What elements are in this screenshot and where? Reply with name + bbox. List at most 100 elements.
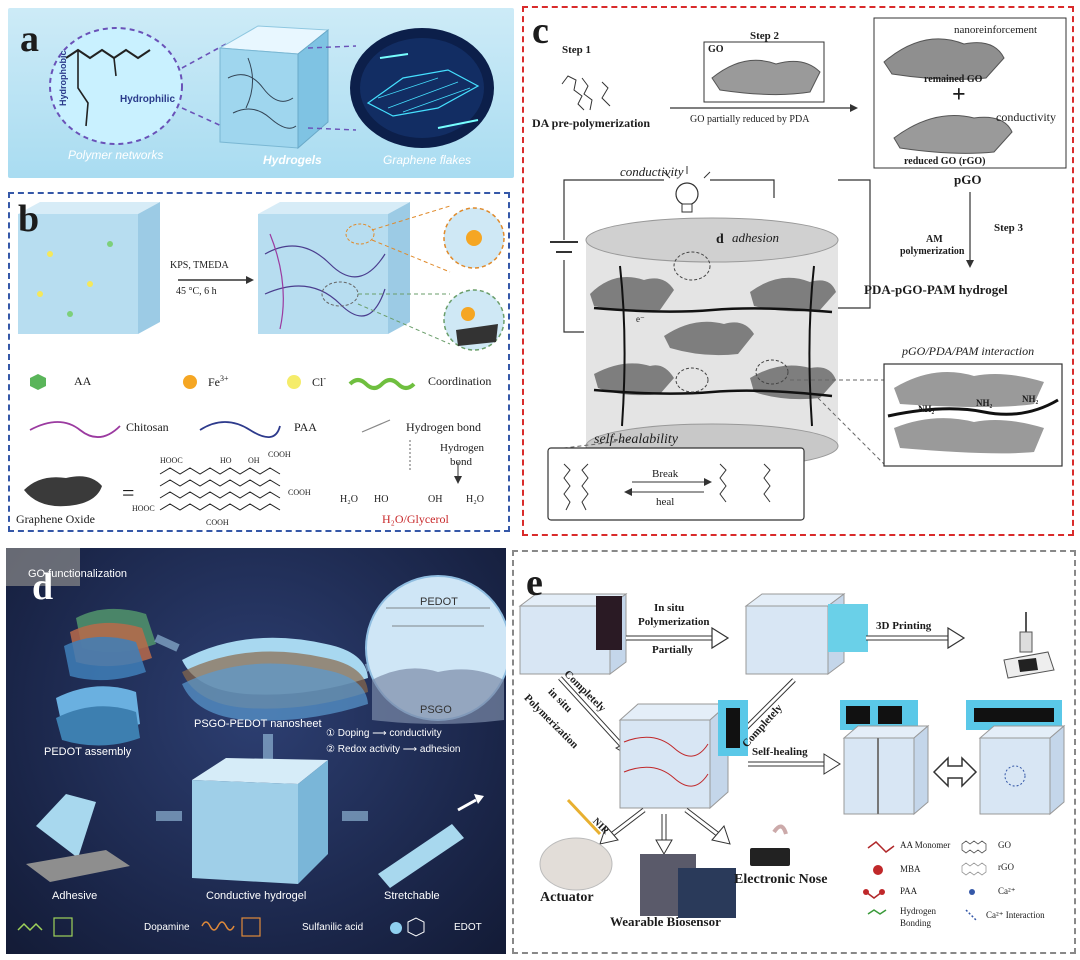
sulfanilic-label: Sulfanilic acid bbox=[302, 922, 364, 933]
panel-e: e In situ Polymerization Partially 3D Pr… bbox=[512, 550, 1076, 954]
edot-legend-mark bbox=[390, 922, 402, 934]
chitosan-legend-mark bbox=[29, 421, 121, 438]
heal-label: heal bbox=[656, 496, 675, 508]
go-ho: HO bbox=[220, 456, 232, 465]
go-functionalization-label: GO functionalization bbox=[28, 568, 128, 580]
ca-interaction-legend-label: Ca²⁺ Interaction bbox=[986, 910, 1045, 920]
step-3-label: Step 3 bbox=[994, 222, 1024, 234]
hbond-legend-label-1: Hydrogen bbox=[900, 906, 936, 916]
nh2-label-1: NH₂ bbox=[918, 404, 935, 414]
printing-label: 3D Printing bbox=[876, 620, 932, 632]
panel-b: b KPS, TMEDA 45 °C, 6 h AA Fe3+ Cl- Coor… bbox=[8, 192, 510, 532]
sulfanilic-legend-mark bbox=[201, 921, 235, 931]
aa-legend-label: AA bbox=[74, 374, 92, 388]
pedot-bubble-label: PEDOT bbox=[420, 596, 458, 608]
fe-text: Fe bbox=[208, 375, 220, 389]
mba-legend-label: MBA bbox=[900, 864, 921, 874]
adhesion-label: adhesion bbox=[732, 230, 779, 245]
fe-legend-label: Fe3+ bbox=[208, 374, 229, 390]
conductive-hydrogel-label: Conductive hydrogel bbox=[206, 890, 307, 902]
hydrogel-label: PDA-pGO-PAM hydrogel bbox=[864, 282, 1008, 297]
go-oh: OH bbox=[248, 456, 260, 465]
interaction-title: pGO/PDA/PAM interaction bbox=[902, 344, 1035, 358]
nh2-label-2: NH₂ bbox=[976, 398, 993, 408]
glycerol-h2o-right: H₂O bbox=[466, 494, 484, 505]
panel-c: c Step 1 Step 2 GO DA pre-polymerization… bbox=[522, 6, 1074, 536]
dopamine-label: Dopamine bbox=[144, 922, 190, 933]
ca-legend-mark bbox=[969, 889, 975, 895]
syringe-icon bbox=[1003, 612, 1055, 679]
paa-legend-label: PAA bbox=[900, 886, 918, 896]
reaction-conditions: 45 °C, 6 h bbox=[176, 286, 217, 297]
glycerol-hbond-1: Hydrogen bbox=[440, 442, 484, 454]
go-reduced-label: GO partially reduced by PDA bbox=[690, 114, 810, 125]
paa-legend-label: PAA bbox=[294, 420, 317, 434]
glycerol-h2o-left: H₂O bbox=[340, 494, 358, 505]
partially-label: Partially bbox=[652, 644, 693, 656]
graphene-oxide-label: Graphene Oxide bbox=[16, 512, 95, 526]
psgo-bubble-label: PSGO bbox=[420, 704, 452, 716]
reaction-reagents: KPS, TMEDA bbox=[170, 260, 229, 271]
coordination-legend-mark bbox=[348, 378, 416, 390]
glycerol-hbond-2: bond bbox=[450, 456, 472, 468]
hbond-legend-label: Hydrogen bond bbox=[406, 420, 481, 434]
go-hooc-2: HOOC bbox=[132, 504, 155, 513]
glycerol-oh: OH bbox=[428, 494, 443, 505]
fe-legend-mark bbox=[183, 375, 197, 389]
panel-a-letter: a bbox=[20, 18, 39, 60]
go-legend-mark bbox=[961, 840, 987, 854]
lightbulb-icon bbox=[663, 166, 711, 213]
coordination-legend-label: Coordination bbox=[428, 374, 492, 388]
panel-d-letter: d bbox=[32, 566, 54, 608]
glycerol-label: H₂O/Glycerol bbox=[382, 512, 449, 526]
nanosheet-label: PSGO-PEDOT nanosheet bbox=[194, 718, 322, 730]
stretchable-label: Stretchable bbox=[384, 890, 440, 902]
conductivity-top-label: conductivity bbox=[620, 164, 684, 179]
hydrophobic-label: Hydrophobic bbox=[58, 50, 68, 107]
panel-d-illustration bbox=[6, 548, 506, 937]
hydrogel-cube bbox=[218, 25, 330, 150]
fe-superscript: 3+ bbox=[220, 374, 229, 383]
self-healability-title: self-healability bbox=[594, 432, 678, 447]
da-prepoly-label: DA pre-polymerization bbox=[532, 116, 651, 130]
break-label: Break bbox=[652, 468, 679, 480]
remained-go-label: remained GO bbox=[924, 74, 983, 85]
mba-legend-mark bbox=[873, 865, 883, 875]
am-poly-label-1: AM bbox=[926, 234, 943, 245]
nanoreinforcement-label: nanoreinforcement bbox=[954, 24, 1038, 36]
redox-result: adhesion bbox=[419, 744, 461, 755]
hbond-legend-mark bbox=[361, 419, 391, 433]
plus-sign: + bbox=[952, 82, 966, 108]
redox-text: ② Redox activity bbox=[326, 744, 400, 755]
step-1-label: Step 1 bbox=[562, 44, 592, 56]
panel-a-illustration bbox=[49, 25, 494, 150]
nose-label: Electronic Nose bbox=[734, 872, 828, 887]
go-legend-label: GO bbox=[998, 840, 1011, 850]
cl-text: Cl bbox=[312, 375, 324, 389]
nh2-label-3: NH₂ bbox=[1022, 394, 1039, 404]
in-situ-label-2: Polymerization bbox=[638, 616, 710, 628]
doping-text: ① Doping bbox=[326, 728, 370, 739]
cl-superscript: - bbox=[323, 374, 327, 383]
aa-legend-mark bbox=[30, 374, 46, 390]
edot-label: EDOT bbox=[454, 922, 482, 933]
reversible-arrow-icon bbox=[932, 756, 978, 788]
ca-legend-label: Ca²⁺ bbox=[998, 886, 1016, 896]
rgo-legend-label: rGO bbox=[998, 862, 1014, 872]
electron-label: e⁻ bbox=[636, 314, 645, 324]
self-healing-label: Self-healing bbox=[752, 746, 808, 758]
paa-legend-mark bbox=[199, 421, 281, 438]
panel-e-illustration bbox=[518, 593, 1066, 921]
chitosan-legend-label: Chitosan bbox=[126, 420, 169, 434]
adhesion-d-label: d bbox=[716, 232, 724, 247]
panel-b-illustration bbox=[18, 202, 505, 511]
redox-label: ② Redox activity ⟶ adhesion bbox=[326, 744, 461, 755]
doping-result: conductivity bbox=[389, 728, 442, 739]
panel-d: d GO functionalization PEDOT PSGO PEDOT … bbox=[6, 548, 506, 954]
graphene-flakes-label: Graphene flakes bbox=[383, 153, 472, 167]
rgo-legend-mark bbox=[961, 862, 987, 876]
pedot-assembly-label: PEDOT assembly bbox=[44, 746, 132, 758]
panel-b-letter: b bbox=[18, 198, 40, 240]
pgo-label: pGO bbox=[954, 172, 982, 187]
ca-interaction-legend-mark bbox=[965, 909, 977, 921]
